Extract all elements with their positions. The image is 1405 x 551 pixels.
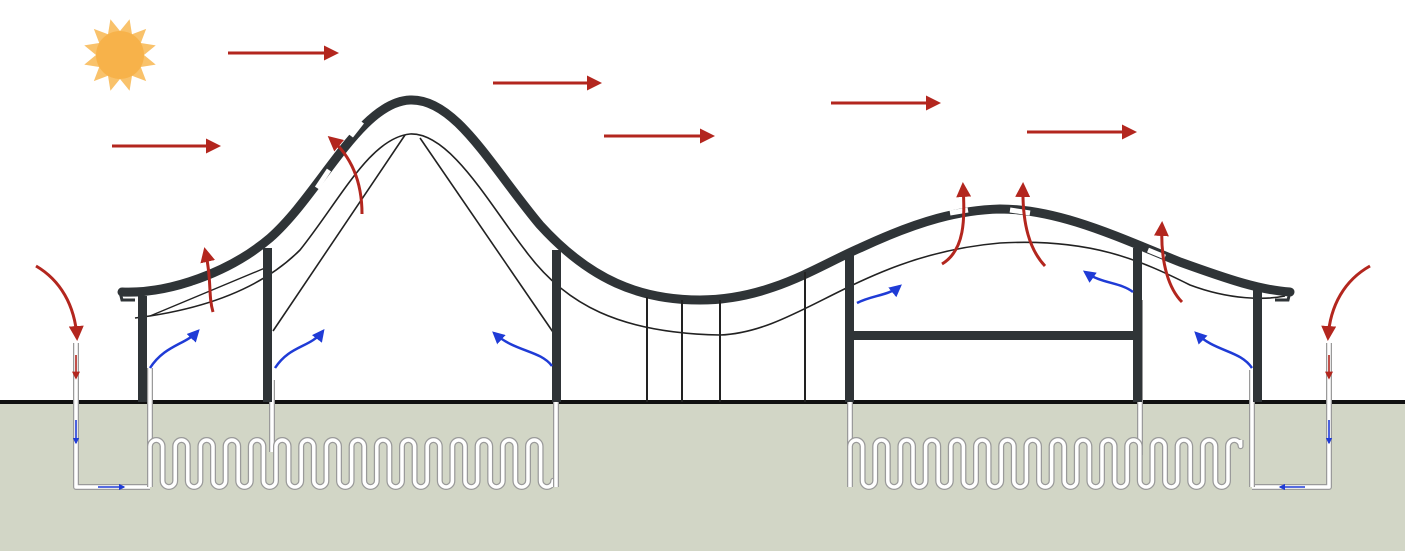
roof-vent [192,283,204,291]
building [117,95,1295,402]
wind-arrows [112,45,1137,154]
cool-air-arrow-icon [1082,270,1134,294]
column [845,250,854,402]
warm-air-arrow-icon [35,264,84,341]
cool-air-arrow-icon [492,331,553,367]
eave-left [118,291,135,302]
earth-tube-right-inlet [1252,343,1331,489]
earth-tube-left-inlet [74,343,150,489]
cool-air-arrow-icon [1194,331,1254,369]
earth-tube-loops-right [848,438,1243,489]
truss-line [272,134,406,332]
cool-air-flows [148,270,1254,369]
roof-vent [314,168,332,190]
warm-air-arrow-icon [200,247,216,313]
roof-vent [949,207,969,216]
warm-air-arrow-icon [1015,182,1047,268]
warm-air-arrow-icon [327,136,364,215]
ceiling-line [134,133,1286,336]
column [263,248,272,402]
sun-disc [96,31,144,79]
warm-air-flows [35,136,1371,341]
column [552,250,561,402]
cool-air-arrow-icon [148,329,200,369]
column [1133,248,1142,402]
cool-air-arrow-icon [856,284,902,305]
column [1253,285,1262,402]
earth-tube-loops-left [148,438,555,489]
truss-line [419,137,556,336]
roof-vent [349,120,364,138]
roof-vent [1009,207,1031,216]
column [138,296,147,402]
sun-icon [84,19,156,91]
cool-air-arrow-icon [273,329,325,369]
eave-right [1275,291,1292,302]
warm-air-arrow-icon [941,182,972,266]
truss-line [149,267,266,317]
tube-flow-arrows [72,355,1333,491]
warm-air-arrow-icon [1321,264,1371,341]
warm-air-arrow-icon [1153,221,1184,304]
mezzanine-slab [852,331,1135,340]
ground [0,402,1405,551]
roof-shell [117,95,1295,305]
